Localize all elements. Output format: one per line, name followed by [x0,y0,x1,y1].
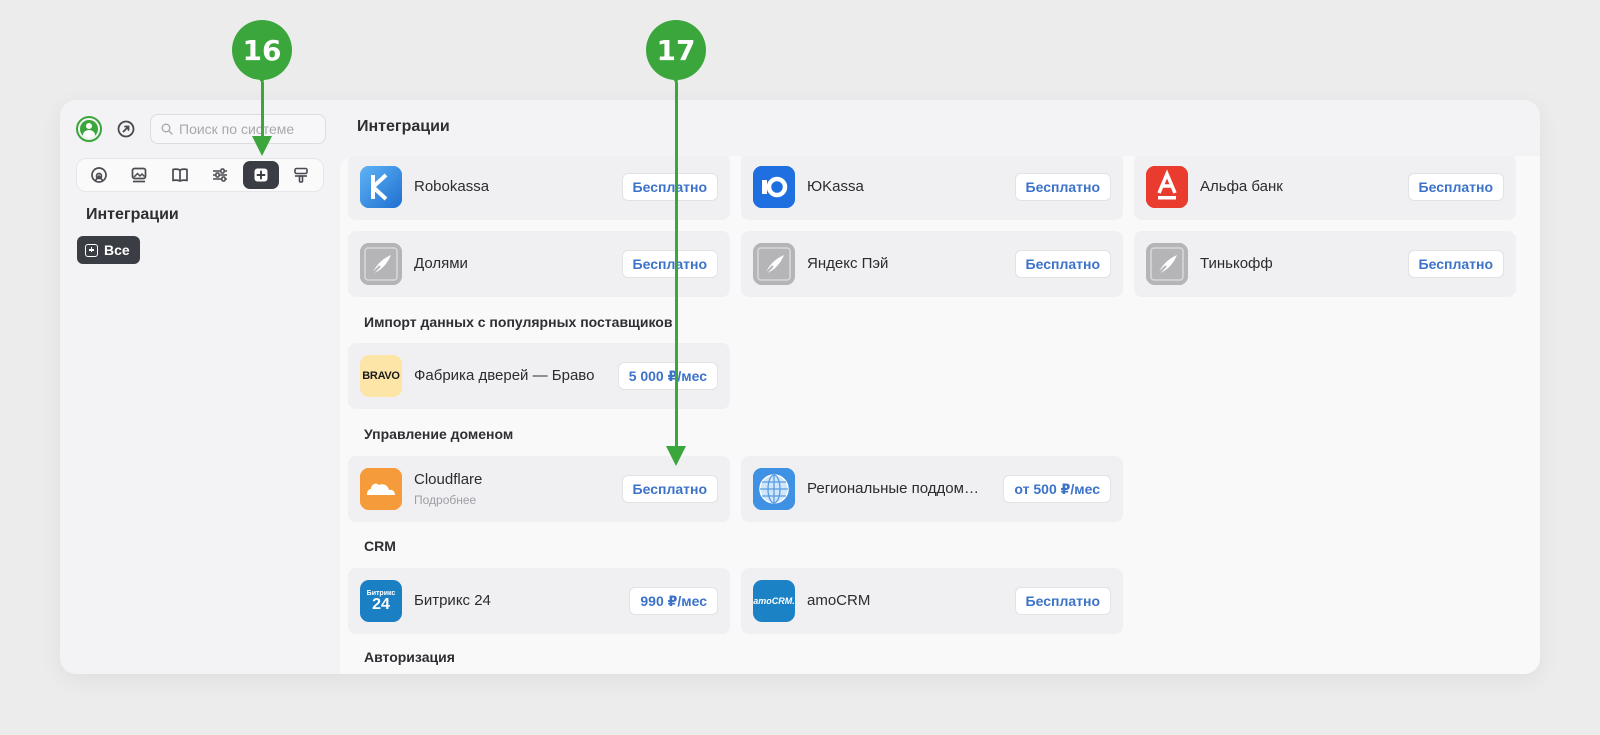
external-link-icon[interactable] [116,119,136,139]
section-title-auth: Авторизация [364,649,455,665]
integration-card-tinkoff[interactable]: Тинькофф Бесплатно [1134,231,1516,297]
page-title: Интеграции [357,118,450,135]
sidebar-tabbar [76,158,324,192]
price-button[interactable]: Бесплатно [621,475,718,503]
annotation-marker-16: 16 [232,20,292,84]
integration-card-subdomains[interactable]: Региональные поддомены от 500 ₽/мес [741,456,1123,522]
amocrm-logo-text: amoCRM. [753,596,795,606]
annotation-marker-17: 17 [646,20,706,84]
bitrix24-logo-bottom: 24 [372,595,390,613]
sidebar: Поиск по системе Интеграции [60,100,340,674]
price-button[interactable]: Бесплатно [1407,250,1504,278]
integration-card-amocrm[interactable]: amoCRM. amoCRM Бесплатно [741,568,1123,634]
integration-card-bitrix24[interactable]: Битрикс 24 Битрикс 24 990 ₽/мес [348,568,730,634]
plus-square-icon[interactable] [242,161,279,189]
speed-icon[interactable] [81,161,117,189]
integration-name: Региональные поддомены [807,480,985,497]
amocrm-logo-icon: amoCRM. [753,580,795,622]
integration-name: Тинькофф [1200,255,1273,272]
integration-card-yookassa[interactable]: ЮKassa Бесплатно [741,156,1123,220]
bitrix24-logo-icon: Битрикс 24 [360,580,402,622]
filter-all-button[interactable]: Все [77,236,140,264]
cloudflare-logo-icon [360,468,402,510]
bravo-logo-text: BRAVO [362,370,400,382]
placeholder-logo-icon [753,243,795,285]
integration-name: Яндекс Пэй [807,255,889,272]
price-button[interactable]: Бесплатно [1407,173,1504,201]
annotation-arrow-16 [261,82,264,139]
search-input[interactable]: Поиск по системе [150,114,326,144]
integration-card-dolyami[interactable]: Долями Бесплатно [348,231,730,297]
app-window: Поиск по системе Интеграции [60,100,1540,674]
book-icon[interactable] [162,161,198,189]
annotation-arrowhead-16 [252,136,272,156]
integration-card-robokassa[interactable]: Robokassa Бесплатно [348,156,730,220]
profile-avatar-icon[interactable] [76,116,102,142]
integration-card-bravo[interactable]: BRAVO Фабрика дверей — Браво 5 000 ₽/мес [348,343,730,409]
annotation-arrowhead-17 [666,446,686,466]
integration-name: ЮKassa [807,178,864,195]
sidebar-title: Интеграции [86,206,179,223]
plus-square-icon [85,243,98,257]
section-title-domain: Управление доменом [364,426,514,442]
price-button[interactable]: от 500 ₽/мес [1003,475,1111,503]
robokassa-logo-icon [360,166,402,208]
integration-name: Долями [414,255,468,272]
integration-name: Robokassa [414,178,490,195]
price-button[interactable]: Бесплатно [1014,173,1111,201]
integration-card-yandex-pay[interactable]: Яндекс Пэй Бесплатно [741,231,1123,297]
sliders-icon[interactable] [202,161,238,189]
sidebar-top: Поиск по системе [76,114,326,144]
filter-all-label: Все [104,242,130,258]
integration-name: Cloudflare [414,471,483,488]
globe-icon [753,468,795,510]
placeholder-logo-icon [360,243,402,285]
integration-name: Битрикс 24 [414,592,491,609]
bravo-logo-icon: BRAVO [360,355,402,397]
details-link[interactable]: Подробнее [414,493,477,507]
price-button[interactable]: Бесплатно [621,173,718,201]
gallery-icon[interactable] [121,161,157,189]
annotation-arrow-17 [675,82,678,448]
integration-card-alfa[interactable]: Альфа банк Бесплатно [1134,156,1516,220]
integration-card-cloudflare[interactable]: Cloudflare Подробнее Бесплатно [348,456,730,522]
search-icon [161,123,173,135]
price-button[interactable]: Бесплатно [621,250,718,278]
price-button[interactable]: 5 000 ₽/мес [617,362,718,390]
integration-name: Фабрика дверей — Браво [414,367,595,384]
paint-roller-icon[interactable] [283,161,319,189]
section-title-crm: CRM [364,538,396,554]
yookassa-logo-icon [753,166,795,208]
placeholder-logo-icon [1146,243,1188,285]
price-button[interactable]: Бесплатно [1014,250,1111,278]
price-button[interactable]: Бесплатно [1014,587,1111,615]
integration-name: Альфа банк [1200,178,1283,195]
bitrix24-logo-top: Битрикс [366,589,396,597]
integration-name: amoCRM [807,592,871,609]
alfa-logo-icon [1146,166,1188,208]
search-placeholder: Поиск по системе [179,121,295,137]
integrations-list: Robokassa Бесплатно ЮKassa Бесплатно Аль… [340,156,1540,674]
section-title-import: Импорт данных с популярных поставщиков [364,314,673,330]
price-button[interactable]: 990 ₽/мес [629,587,718,615]
